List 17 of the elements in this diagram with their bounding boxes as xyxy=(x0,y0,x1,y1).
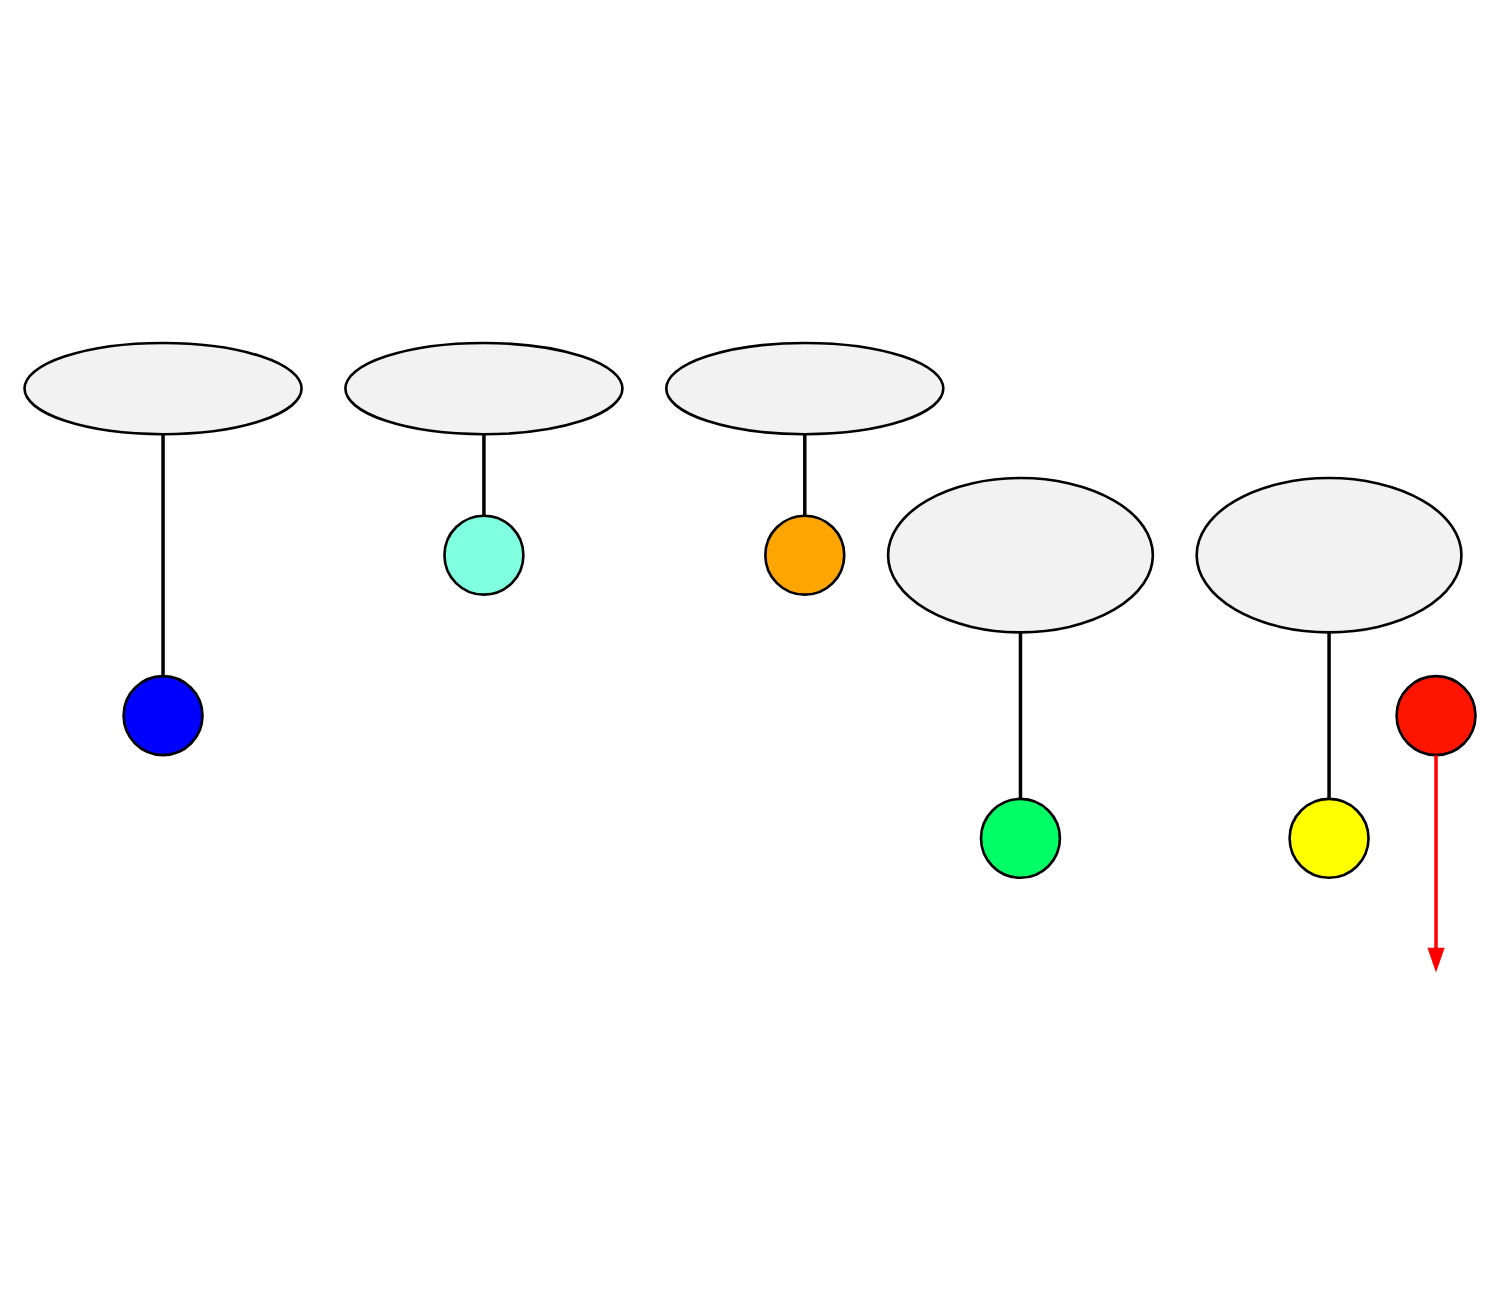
connector xyxy=(1018,631,1023,798)
arrow xyxy=(1427,754,1445,972)
node-ellipse xyxy=(344,340,624,435)
node-circle xyxy=(979,796,1062,879)
connector xyxy=(803,433,807,515)
connector xyxy=(161,433,165,676)
node-circle xyxy=(1288,796,1370,879)
node-circle xyxy=(443,513,525,595)
connector xyxy=(482,433,486,515)
node-circle xyxy=(1395,673,1477,756)
node-circle xyxy=(122,673,204,756)
node-ellipse xyxy=(1195,475,1463,633)
node-ellipse xyxy=(23,340,303,435)
node-circle xyxy=(764,513,846,595)
node-ellipse xyxy=(664,340,945,435)
node-ellipse xyxy=(886,475,1155,633)
connector xyxy=(1327,631,1331,798)
